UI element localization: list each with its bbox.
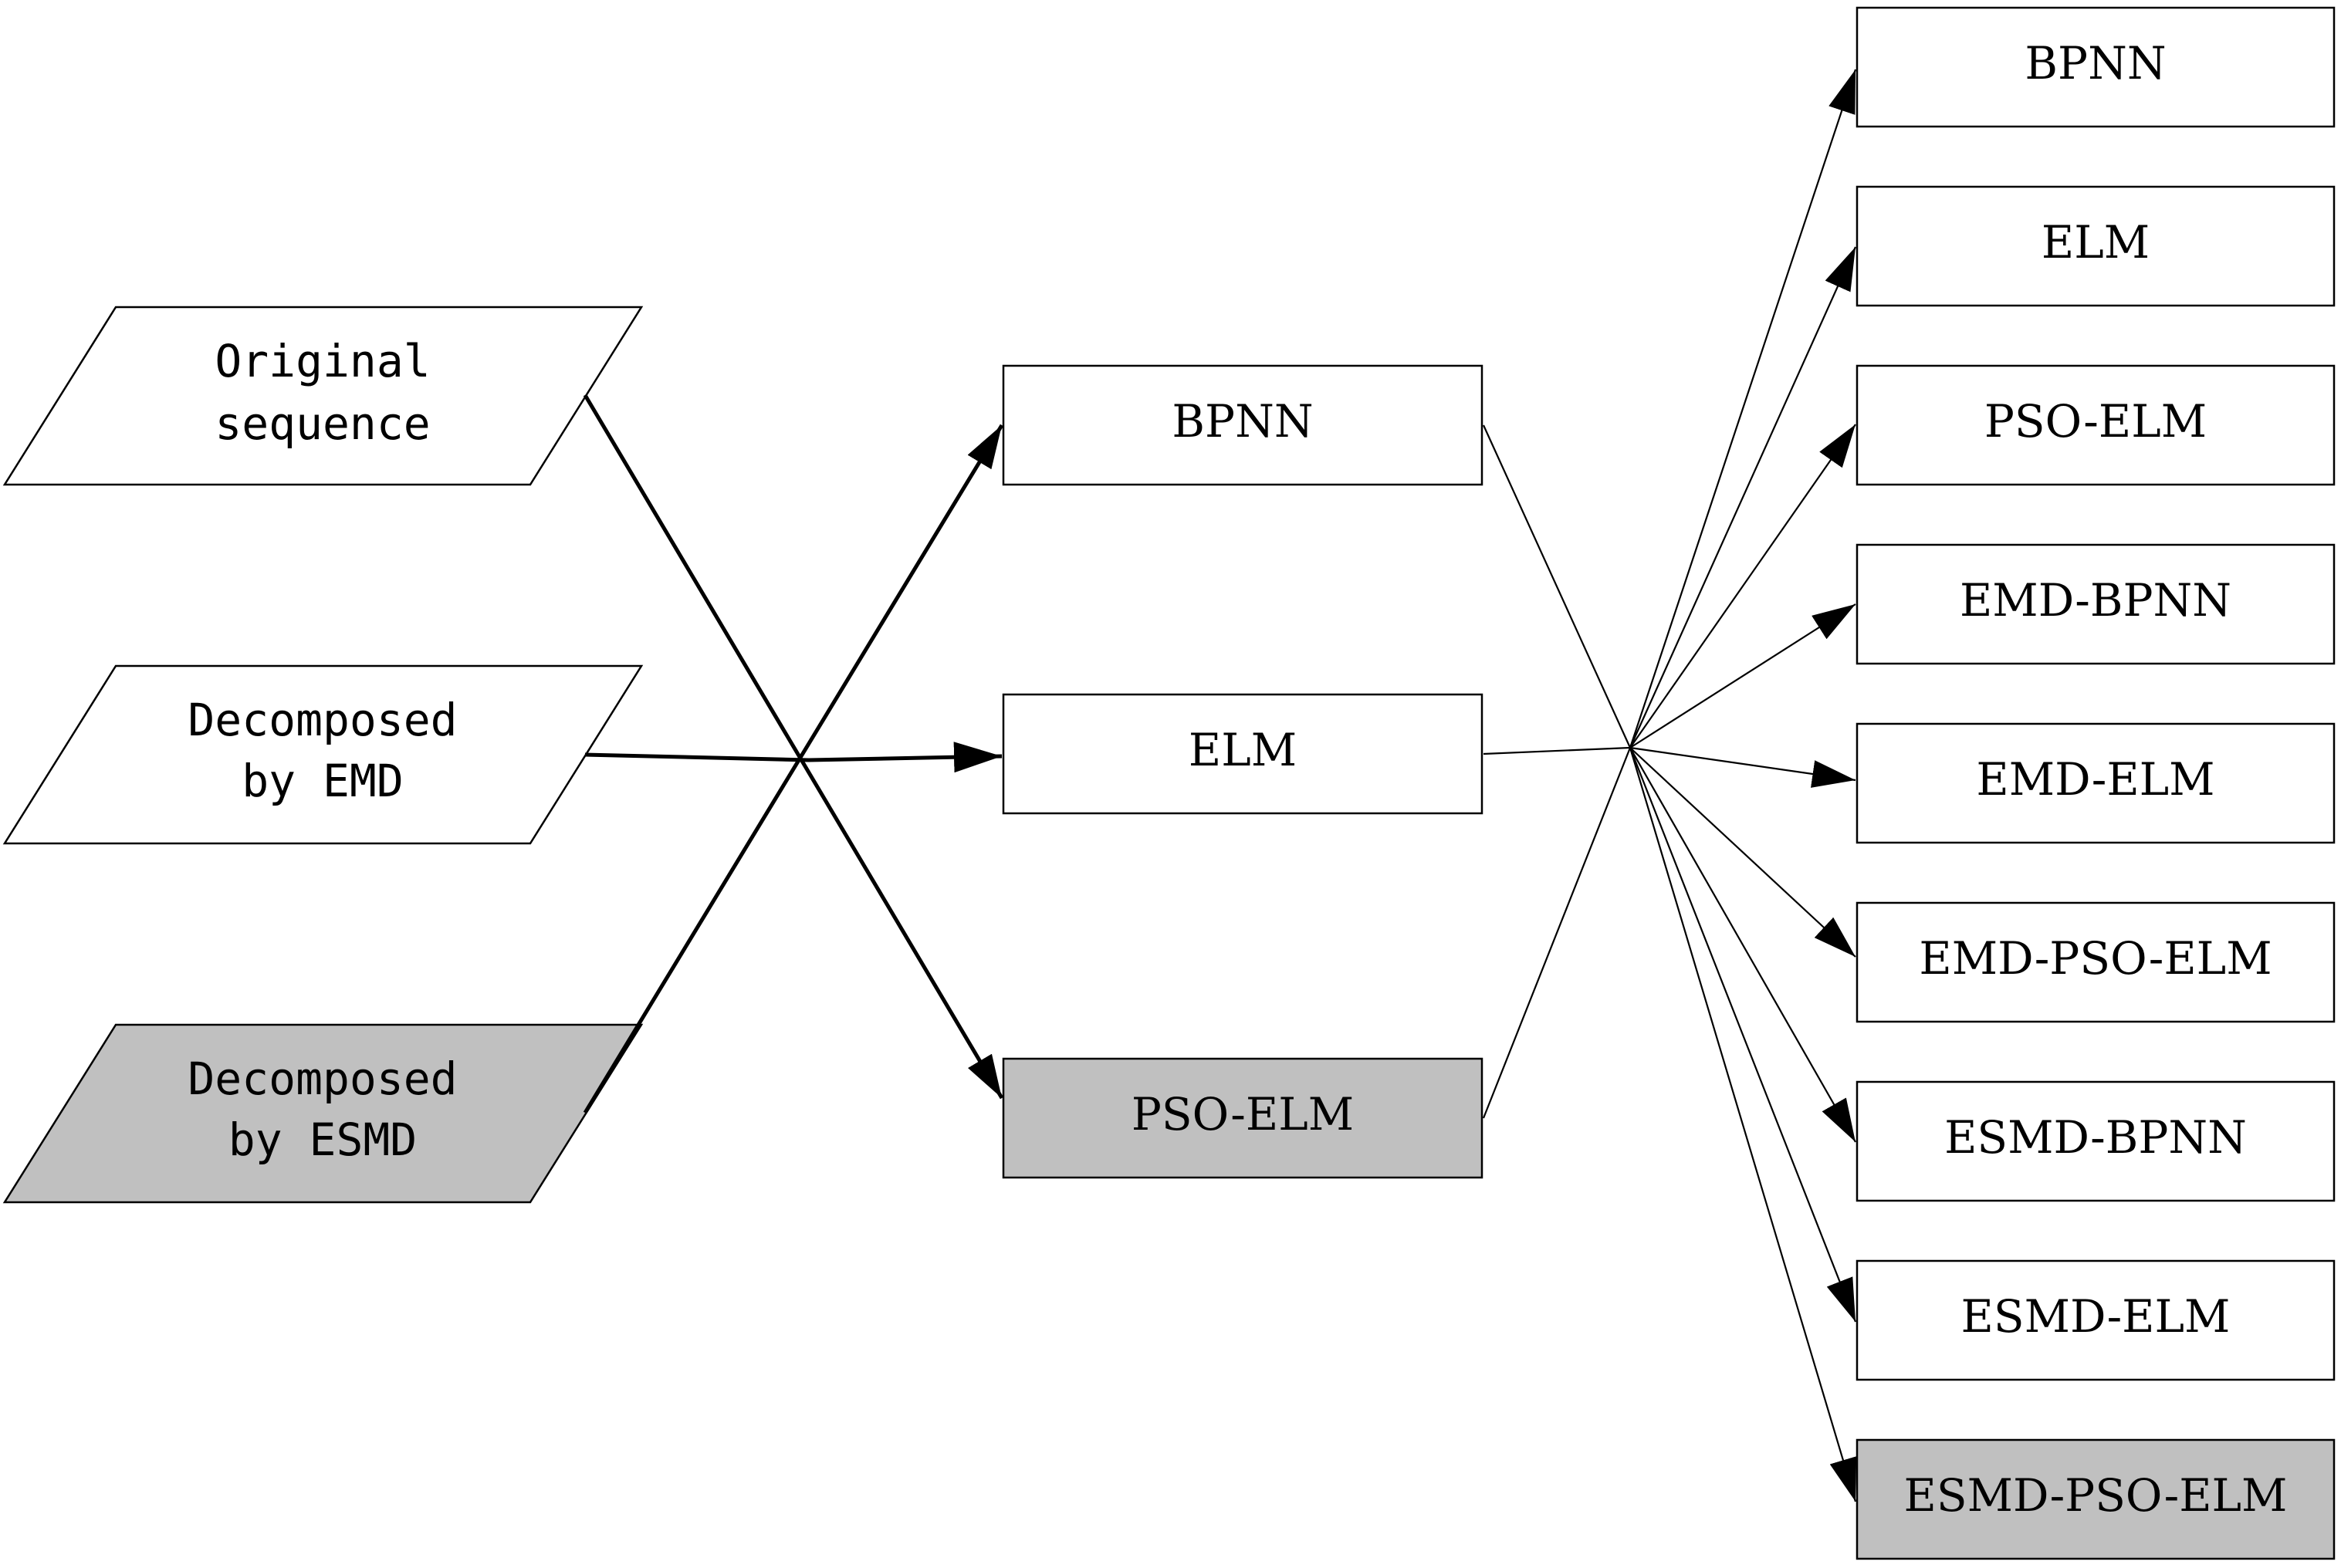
input-decomposed-emd: Decomposed by EMD (2, 664, 644, 845)
model-to-hub-connectors (1482, 424, 1632, 1119)
input-label-line1: Decomposed (188, 1053, 457, 1105)
connector-hub-to-combo-1 (1629, 69, 1857, 749)
model-shape (1002, 364, 1483, 486)
model-shape (1002, 693, 1483, 815)
input-label-line2: sequence (215, 397, 430, 450)
combo-label: ESMD-ELM (1961, 1290, 2231, 1343)
combo-shape (1856, 1259, 2336, 1381)
combo-shape (1856, 901, 2336, 1023)
combo-label: PSO-ELM (1984, 395, 2207, 448)
model-shape (1002, 1057, 1483, 1179)
combo-shape (1856, 1438, 2336, 1560)
combo-shape (1856, 722, 2336, 844)
connector-elm-to-hub (1483, 746, 1631, 755)
combo-box-emd-elm: EMD-ELM (1856, 722, 2336, 844)
connector-hub-to-combo-5 (1629, 746, 1856, 788)
model-label: BPNN (1172, 395, 1313, 448)
model-box-pso-elm: PSO-ELM (1002, 1057, 1483, 1179)
input-shape (2, 306, 644, 486)
model-box-bpnn: BPNN (1002, 364, 1483, 486)
input-shape (2, 664, 644, 845)
input-label-line1: Decomposed (188, 694, 457, 746)
combo-shape (1856, 364, 2336, 486)
connector-hub-to-combo-8 (1629, 747, 1857, 1323)
combo-label: EMD-ELM (1976, 753, 2214, 806)
input-label-line2: by EMD (242, 755, 404, 807)
combo-box-bpnn: BPNN (1856, 6, 2336, 128)
connector-hub-to-combo-3 (1629, 424, 1856, 749)
input-original-sequence: Original sequence (2, 306, 644, 486)
combo-shape (1856, 543, 2336, 665)
combo-label: BPNN (2025, 37, 2166, 90)
combo-box-esmd-pso-elm: ESMD-PSO-ELM (1856, 1438, 2336, 1560)
combo-box-emd-pso-elm: EMD-PSO-ELM (1856, 901, 2336, 1023)
combo-label: ESMD-PSO-ELM (1904, 1469, 2288, 1522)
connector-emd-to-elm (584, 742, 1003, 773)
connector-original-to-pso-elm (583, 394, 1004, 1100)
connector-hub-to-combo-4 (1629, 603, 1856, 749)
combo-label: EMD-PSO-ELM (1919, 932, 2272, 985)
model-box-elm: ELM (1002, 693, 1483, 815)
connector-pso-elm-to-hub (1482, 747, 1632, 1119)
combo-box-elm: ELM (1856, 185, 2336, 307)
combo-box-pso-elm: PSO-ELM (1856, 364, 2336, 486)
combo-label: EMD-BPNN (1960, 574, 2231, 627)
connector-hub-to-combo-2 (1629, 246, 1857, 749)
connector-esmd-to-bpnn (583, 424, 1004, 1114)
input-decomposed-esmd: Decomposed by ESMD (2, 1023, 644, 1204)
combo-shape (1856, 6, 2336, 128)
combo-box-emd-bpnn: EMD-BPNN (1856, 543, 2336, 665)
combo-label: ESMD-BPNN (1944, 1111, 2247, 1164)
combo-shape (1856, 1080, 2336, 1202)
hub-to-combo-connectors (1629, 69, 1857, 1502)
connector-hub-to-combo-6 (1629, 747, 1856, 958)
combo-shape (1856, 185, 2336, 307)
connector-bpnn-to-hub (1482, 424, 1632, 749)
model-label: ELM (1189, 724, 1297, 776)
connector-hub-to-combo-7 (1629, 747, 1856, 1143)
model-label: PSO-ELM (1132, 1088, 1354, 1141)
combo-box-esmd-bpnn: ESMD-BPNN (1856, 1080, 2336, 1202)
input-label-line1: Original (215, 335, 430, 387)
connector-hub-to-combo-9 (1629, 747, 1857, 1502)
input-shape (2, 1023, 644, 1204)
input-label-line2: by ESMD (228, 1113, 417, 1166)
combo-box-esmd-elm: ESMD-ELM (1856, 1259, 2336, 1381)
input-to-model-connectors (583, 394, 1004, 1114)
combo-label: ELM (2042, 216, 2150, 269)
